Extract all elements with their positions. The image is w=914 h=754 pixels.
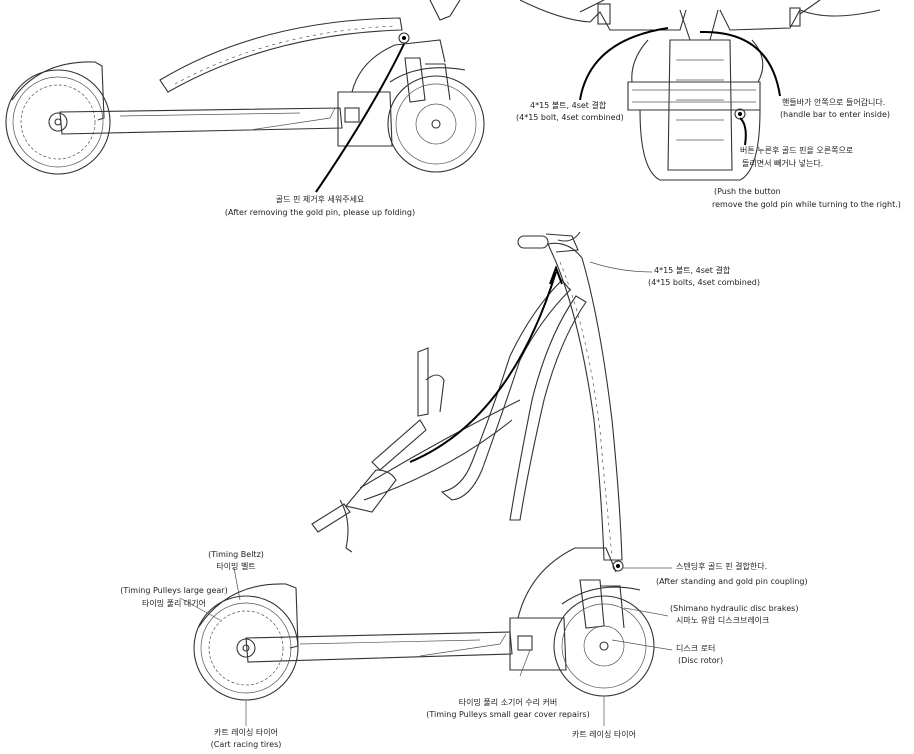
stand-label-ko: 스텐딩후 골드 핀 결합한다. [676, 562, 768, 571]
standing-scooter [179, 231, 673, 726]
standing-gold-pin [612, 560, 624, 572]
folded-rear-wheel [5, 69, 111, 175]
top-bolt-label-en: (4*15 bolt, 4set combined) [516, 113, 624, 122]
brake-label-ko: 시마노 유압 디스크브레이크 [676, 616, 770, 625]
button-label-ko-2: 돌리면서 빼거나 넣는다. [742, 159, 824, 168]
brake-label-en: (Shimano hydraulic disc brakes) [670, 604, 799, 613]
button-arrow-top [739, 117, 747, 146]
button-label-en-1: (Push the button [714, 187, 781, 196]
folded-stem [159, 17, 403, 93]
button-label-ko-1: 버튼 누른후 골드 핀을 오른쪽으로 [740, 146, 854, 155]
standing-front-body [509, 617, 567, 671]
pulley-large-label-en: (Timing Pulleys large gear) [120, 586, 228, 595]
rotor-label-en: (Disc rotor) [678, 656, 724, 665]
rotor-label-ko: 디스크 로터 [676, 644, 716, 653]
rear-tire-label-en: (Cart racing tires) [210, 740, 282, 749]
standing-handle-grip [517, 235, 549, 249]
cover-label-ko: 타이밍 풀리 소기어 수리 커버 [458, 698, 558, 707]
main-bolt-label-en: (4*15 bolts, 4set combined) [648, 278, 760, 287]
front-tire-label-ko: 카트 레이싱 타이어 [572, 730, 636, 739]
standing-stem [547, 242, 623, 561]
folded-label-ko: 골드 핀 제거후 세워주세요 [275, 195, 365, 204]
top-bolt-label-ko: 4*15 볼트, 4set 결합 [530, 101, 607, 110]
unfold-arrow [409, 271, 557, 463]
pulley-large-label-ko: 타이밍 풀리 대기어 [142, 599, 206, 608]
handlebar-detail [519, 0, 881, 181]
folded-rear-fender [11, 61, 105, 121]
standing-front-wheel [553, 595, 655, 697]
bolt-arrow-top [579, 27, 669, 101]
belt-label-ko: 타이밍 벨트 [216, 562, 256, 571]
disc-rotor [583, 625, 625, 667]
folded-handlebar [417, 347, 429, 417]
folded-front-body [337, 91, 393, 147]
handle-label-ko: 핸들바가 안쪽으로 들어갑니다. [782, 98, 886, 107]
folded-label-en: (After removing the gold pin, please up … [224, 208, 416, 217]
stand-label-en: (After standing and gold pin coupling) [656, 577, 808, 586]
cover-label-en: (Timing Pulleys small gear cover repairs… [426, 710, 590, 719]
rear-tire-label-ko: 카트 레이싱 타이어 [214, 728, 278, 737]
folded-scooter [5, 0, 485, 193]
folded-gold-pin-arrow [315, 43, 405, 193]
standing-deck [245, 631, 513, 663]
standing-rear-wheel [193, 595, 299, 701]
handle-label-en: (handle bar to enter inside) [780, 110, 891, 119]
folded-gold-pin [398, 32, 410, 44]
folded-deck [59, 107, 343, 135]
belt-label-en: (Timing Beltz) [208, 550, 264, 559]
handle-arrow-top [699, 30, 781, 97]
main-bolt-label-ko: 4*15 볼트, 4set 결합 [654, 266, 731, 275]
standing-rear-fender [197, 583, 299, 649]
folded-front-wheel [387, 75, 485, 173]
button-label-en-2: remove the gold pin while turning to the… [712, 200, 901, 209]
